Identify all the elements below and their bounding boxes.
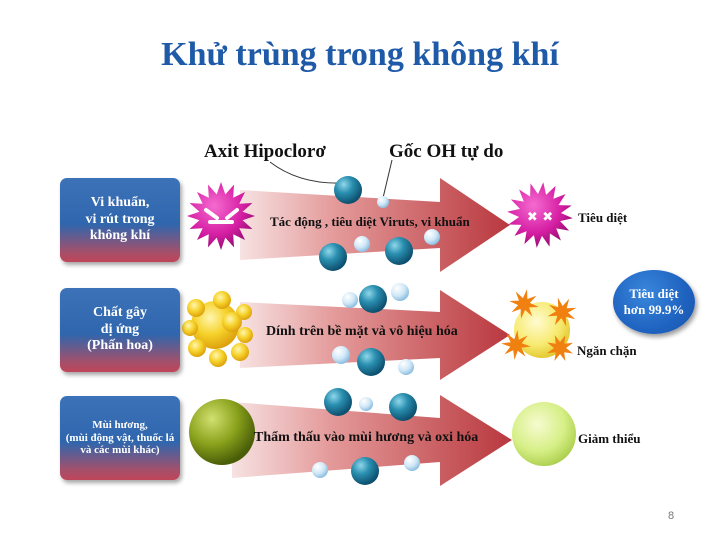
action-text-row-1: Tác động , tiêu diệt Viruts, vi khuẩn xyxy=(270,214,470,229)
page-title: Khử trùng trong không khí xyxy=(161,36,559,73)
result-label-block: Ngăn chặn xyxy=(577,343,637,358)
efficacy-badge: Tiêu diệt hơn 99.9% xyxy=(613,270,695,334)
blocked-pollen-icon xyxy=(501,289,577,361)
page-number: 8 xyxy=(668,510,675,522)
source-box-odor: Mùi hương, (mùi động vật, thuốc lá và cá… xyxy=(60,396,180,480)
result-label-kill: Tiêu diệt xyxy=(578,210,628,225)
molecules-row-3 xyxy=(312,388,420,485)
arrow-row-3 xyxy=(232,395,512,486)
result-label-reduce: Giảm thiểu xyxy=(578,431,641,446)
label-oh-radical: Gốc OH tự do xyxy=(389,141,504,162)
reduced-odor-icon xyxy=(512,402,576,466)
svg-text:✖ ✖: ✖ ✖ xyxy=(527,210,553,225)
pointer-line-acid xyxy=(269,161,346,184)
arrow-row-1 xyxy=(240,178,510,272)
pollen-icon xyxy=(182,291,253,367)
odor-molecule-icon xyxy=(189,399,255,465)
source-box-allergen: Chất gây dị ứng (Phấn hoa) xyxy=(60,288,180,372)
label-hypochlorous-acid: Axit Hipoclorơ xyxy=(204,141,326,162)
action-text-row-3: Thẩm thấu vào mùi hương và oxi hóa xyxy=(254,430,479,445)
action-text-row-2: Dính trên bề mặt và vô hiệu hóa xyxy=(266,324,458,339)
molecules-row-1 xyxy=(319,176,440,271)
arrow-row-2 xyxy=(240,290,510,380)
killed-virus-icon: ✖ ✖ xyxy=(507,182,573,248)
virus-icon xyxy=(187,182,255,250)
pointer-line-radical xyxy=(382,159,393,199)
source-box-bacteria-virus: Vi khuẩn, vi rút trong không khí xyxy=(60,178,180,262)
molecules-row-2 xyxy=(332,283,414,376)
